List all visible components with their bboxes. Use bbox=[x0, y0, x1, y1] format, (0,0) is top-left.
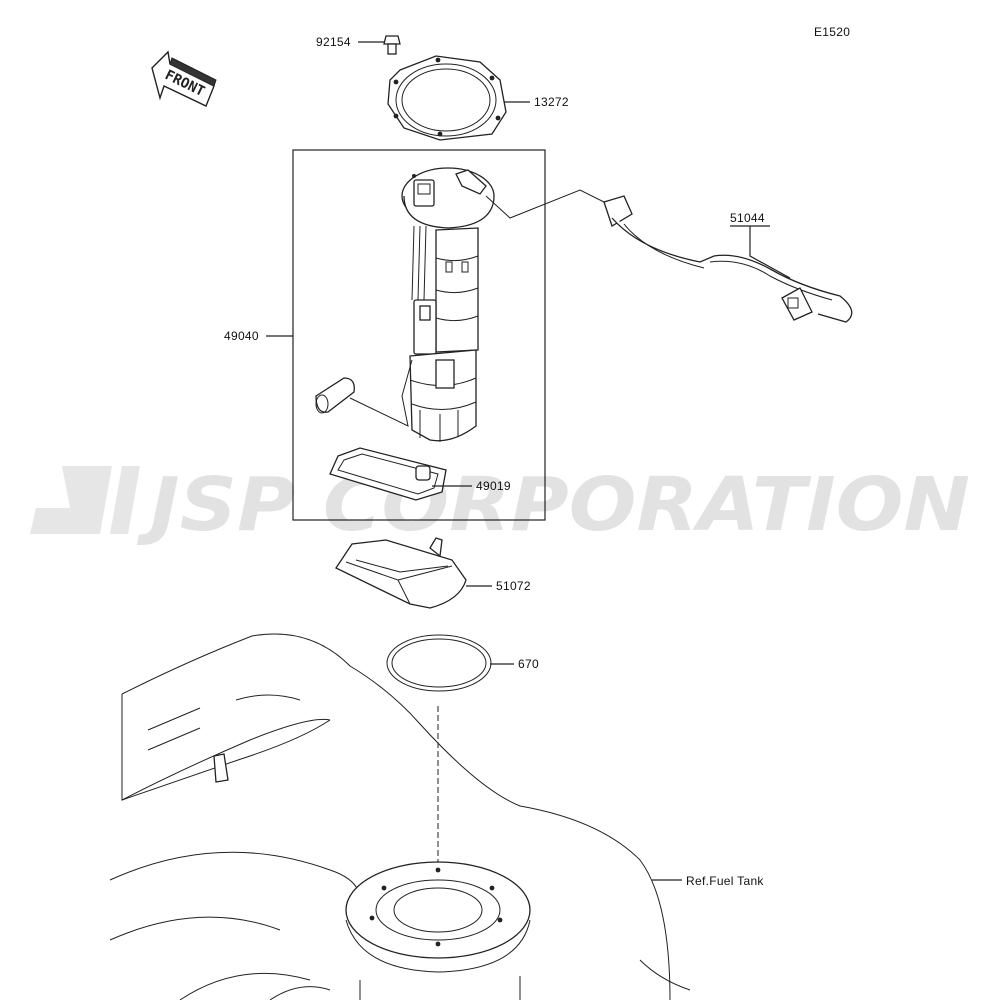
fuel-tank bbox=[109, 633, 691, 1000]
pump-assembly-frame bbox=[292, 149, 546, 521]
label-13272: 13272 bbox=[534, 95, 569, 109]
watermark-logo-bar bbox=[110, 466, 140, 534]
label-92154: 92154 bbox=[316, 35, 351, 49]
label-51044: 51044 bbox=[730, 211, 765, 225]
front-arrow-icon: FRONT bbox=[151, 50, 217, 107]
label-49019: 49019 bbox=[476, 479, 511, 493]
label-ref-fuel-tank: Ref.Fuel Tank bbox=[686, 874, 764, 888]
watermark-logo bbox=[30, 466, 112, 534]
o-ring-670 bbox=[386, 634, 492, 692]
fuel-hose-51044 bbox=[603, 195, 853, 323]
label-49040: 49040 bbox=[224, 329, 259, 343]
diagram-code: E1520 bbox=[814, 25, 850, 39]
bolt-92154 bbox=[383, 35, 401, 55]
retaining-plate-13272 bbox=[387, 55, 507, 141]
fuel-pump-assembly-49040 bbox=[315, 167, 605, 442]
label-51072: 51072 bbox=[496, 579, 531, 593]
watermark: JSP CORPORATION bbox=[30, 462, 970, 548]
watermark-text: JSP CORPORATION bbox=[136, 462, 970, 548]
filter-49019 bbox=[329, 447, 447, 501]
bracket-51072 bbox=[335, 537, 467, 609]
label-670: 670 bbox=[518, 657, 539, 671]
